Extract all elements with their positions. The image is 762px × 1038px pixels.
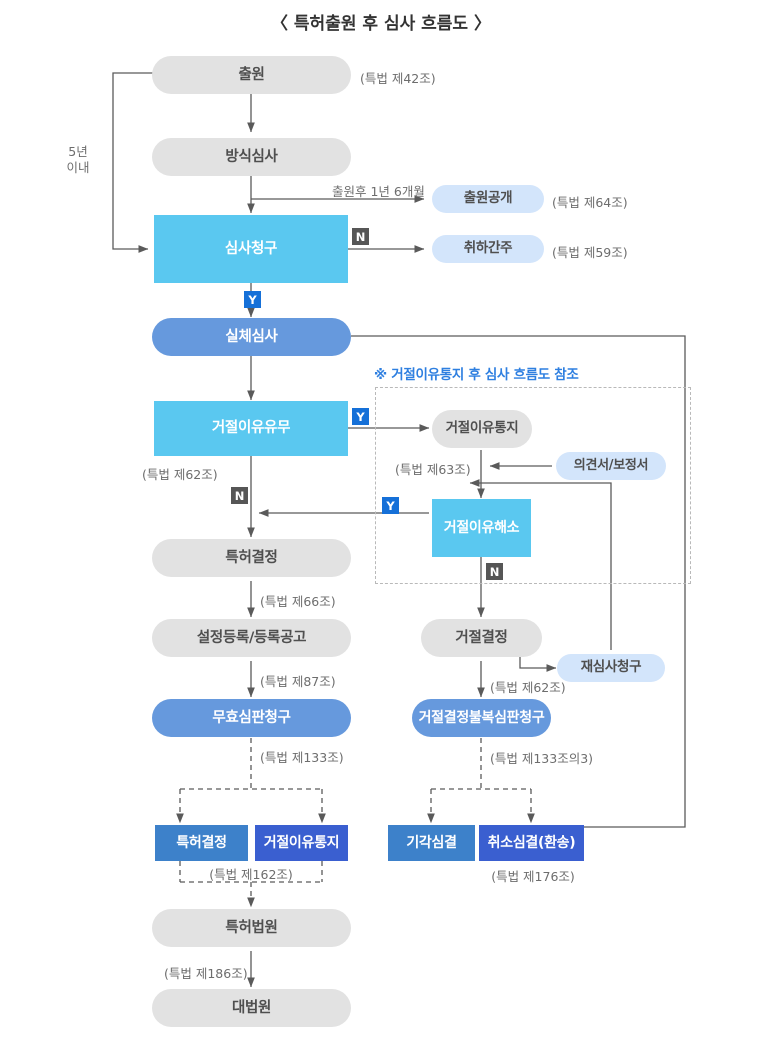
node-trial-rejection-notice[interactable]: 거절이유통지 xyxy=(255,825,348,861)
node-deemed-withdrawn[interactable]: 취하간주 xyxy=(432,235,544,263)
page-title: 〈 특허출원 후 심사 흐름도 〉 xyxy=(271,14,491,34)
badge-yes-exam-request: Y xyxy=(244,291,261,308)
node-appeal-trial[interactable]: 거절결정불복심판청구 xyxy=(412,699,551,737)
node-rejection-notice[interactable]: 거절이유통지 xyxy=(432,410,532,448)
node-rejection-reason-exists[interactable]: 거절이유유무 xyxy=(154,401,348,456)
badge-no-rejection-reason: N xyxy=(231,487,248,504)
annotation-art62-left: (특법 제62조) xyxy=(142,467,218,482)
node-patent-court[interactable]: 특허법원 xyxy=(152,909,351,947)
loop-label-line1: 5년 xyxy=(68,144,88,159)
node-trial-patent-decision[interactable]: 특허결정 xyxy=(155,825,248,861)
annotation-art64: (특법 제64조) xyxy=(552,195,628,210)
node-dismissal-decision[interactable]: 기각심결 xyxy=(388,825,475,861)
node-reexam-request[interactable]: 재심사청구 xyxy=(557,654,665,682)
annotation-art133-3: (특법 제133조의3) xyxy=(490,751,594,766)
annotation-art162: (특법 제162조) xyxy=(209,867,293,882)
reference-group-frame xyxy=(375,387,691,584)
annotation-publish-timing: 출원후 1년 6개월 xyxy=(332,184,425,199)
annotation-art62-right: (특법 제62조) xyxy=(490,680,566,695)
node-substantive-exam[interactable]: 실체심사 xyxy=(152,318,351,356)
node-cancel-remand[interactable]: 취소심결(환송) xyxy=(479,825,584,861)
node-formality-exam[interactable]: 방식심사 xyxy=(152,138,351,176)
badge-no-exam-request: N xyxy=(352,228,369,245)
annotation-art186: (특법 제186조) xyxy=(164,966,248,981)
node-application[interactable]: 출원 xyxy=(152,56,351,94)
annotation-art133: (특법 제133조) xyxy=(260,750,344,765)
reference-note: ※ 거절이유통지 후 심사 흐름도 참조 xyxy=(374,367,579,383)
annotation-art63: (특법 제63조) xyxy=(395,462,471,477)
badge-yes-rejection-reason: Y xyxy=(352,408,369,425)
badge-yes-rejection-resolved: Y xyxy=(382,497,399,514)
annotation-art42: (특법 제42조) xyxy=(360,71,436,86)
node-rejection-decision[interactable]: 거절결정 xyxy=(421,619,542,657)
node-rejection-resolved[interactable]: 거절이유해소 xyxy=(432,499,531,557)
node-invalidation-trial[interactable]: 무효심판청구 xyxy=(152,699,351,737)
node-registration[interactable]: 설정등록/등록공고 xyxy=(152,619,351,657)
node-opinion-amendment[interactable]: 의견서/보정서 xyxy=(556,452,666,480)
annotation-art66: (특법 제66조) xyxy=(260,594,336,609)
node-exam-request[interactable]: 심사청구 xyxy=(154,215,348,283)
node-supreme-court[interactable]: 대법원 xyxy=(152,989,351,1027)
badge-no-rejection-resolved: N xyxy=(486,563,503,580)
annotation-art176: (특법 제176조) xyxy=(491,869,575,884)
node-patent-decision[interactable]: 특허결정 xyxy=(152,539,351,577)
loop-label-line2: 이내 xyxy=(66,159,90,175)
annotation-art59: (특법 제59조) xyxy=(552,245,628,260)
loop-label-5years: 5년 이내 xyxy=(53,144,103,175)
node-publication[interactable]: 출원공개 xyxy=(432,185,544,213)
annotation-art87: (특법 제87조) xyxy=(260,674,336,689)
